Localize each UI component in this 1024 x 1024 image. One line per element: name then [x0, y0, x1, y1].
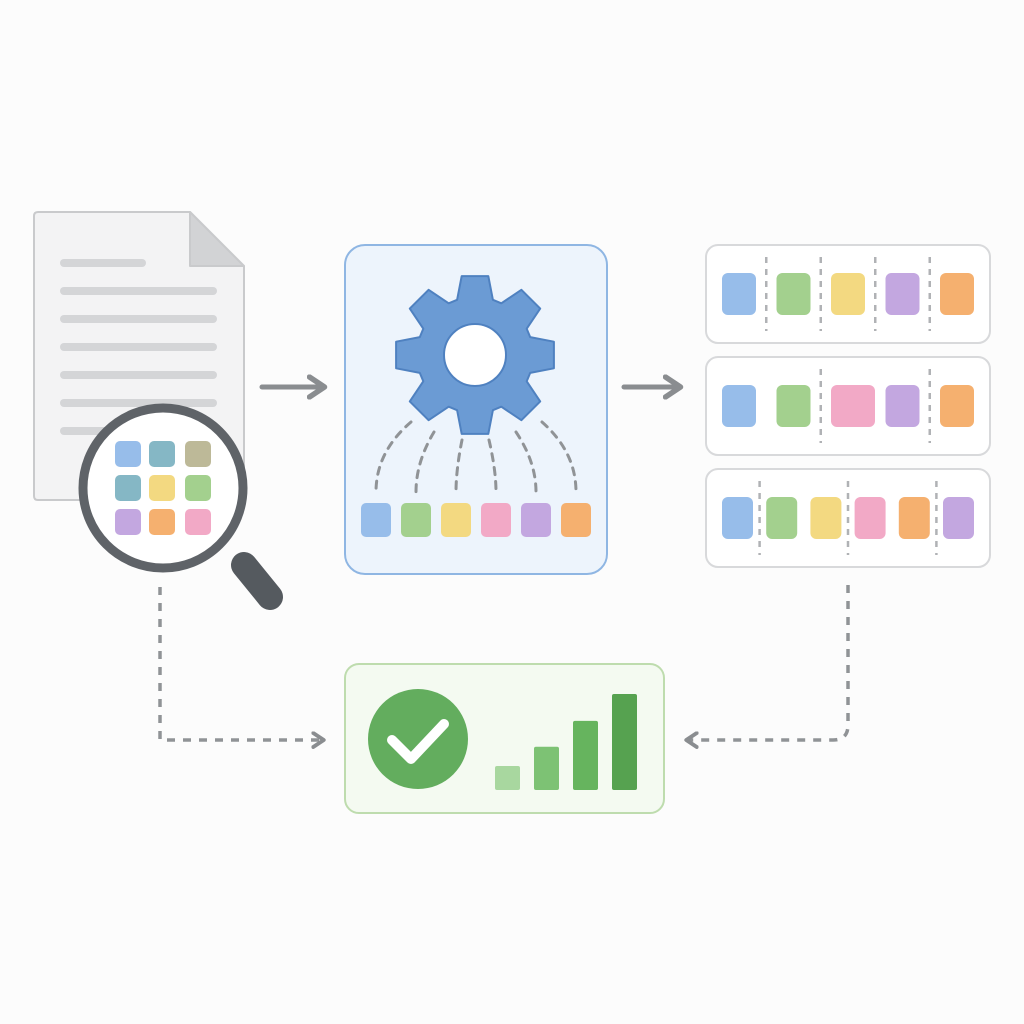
- lens-token-pink: [185, 509, 211, 535]
- check-circle: [368, 689, 468, 789]
- quality-bar: [612, 694, 637, 790]
- evaluation-connector-right: [688, 585, 850, 740]
- output-token-purple: [521, 503, 551, 537]
- fanout-connector: [540, 420, 578, 494]
- row-token-purple: [943, 497, 974, 539]
- magnifier-handle: [231, 552, 283, 610]
- output-token-blue: [361, 503, 391, 537]
- segmented-rows-group: [705, 244, 991, 568]
- row-token-blue: [722, 273, 756, 315]
- fanout-connector: [514, 430, 538, 494]
- fanout-connector: [454, 438, 464, 494]
- magnifying-glass-icon: [78, 403, 283, 610]
- output-token-orange: [561, 503, 591, 537]
- lens-token-yellow: [149, 475, 175, 501]
- row-token-pink: [854, 497, 886, 539]
- evaluation-connector-left: [158, 587, 322, 740]
- output-token-pink: [481, 503, 511, 537]
- row-token-pink: [831, 385, 875, 427]
- fanout-connector: [487, 438, 498, 494]
- segmented-row: [705, 356, 991, 456]
- document-fold: [189, 211, 245, 267]
- lens-token-teal: [149, 441, 175, 467]
- lens-token-olive: [185, 441, 211, 467]
- row-token-green: [776, 273, 811, 315]
- gear-icon: [395, 275, 555, 435]
- quality-bar: [495, 766, 520, 790]
- row-token-orange: [898, 497, 930, 539]
- row-token-orange: [940, 385, 974, 427]
- row-token-green: [766, 497, 798, 539]
- lens-token-purple: [115, 509, 141, 535]
- row-token-yellow: [831, 273, 865, 315]
- lens-token-teal: [115, 475, 141, 501]
- checkmark-circle-icon: [368, 689, 468, 789]
- quality-bar: [534, 746, 559, 790]
- lens-token-blue: [115, 441, 141, 467]
- row-token-blue: [722, 497, 753, 539]
- row-token-green: [776, 385, 811, 427]
- row-token-purple: [885, 385, 920, 427]
- output-token-green: [401, 503, 431, 537]
- quality-bar: [573, 720, 598, 790]
- lens-token-green: [185, 475, 211, 501]
- bar-chart-icon: [495, 694, 637, 790]
- segmented-row: [705, 468, 991, 568]
- source-document-group: [33, 211, 283, 610]
- row-token-orange: [940, 273, 974, 315]
- row-token-purple: [885, 273, 920, 315]
- lens-token-orange: [149, 509, 175, 535]
- fanout-connector: [374, 420, 413, 494]
- fanout-connector: [414, 430, 436, 494]
- row-token-yellow: [810, 497, 842, 539]
- result-panel: [344, 663, 665, 814]
- row-token-blue: [722, 385, 756, 427]
- segmented-row: [705, 244, 991, 344]
- processor-panel: [344, 244, 608, 575]
- check-mark: [387, 719, 449, 764]
- output-token-yellow: [441, 503, 471, 537]
- gear-hole: [443, 323, 507, 387]
